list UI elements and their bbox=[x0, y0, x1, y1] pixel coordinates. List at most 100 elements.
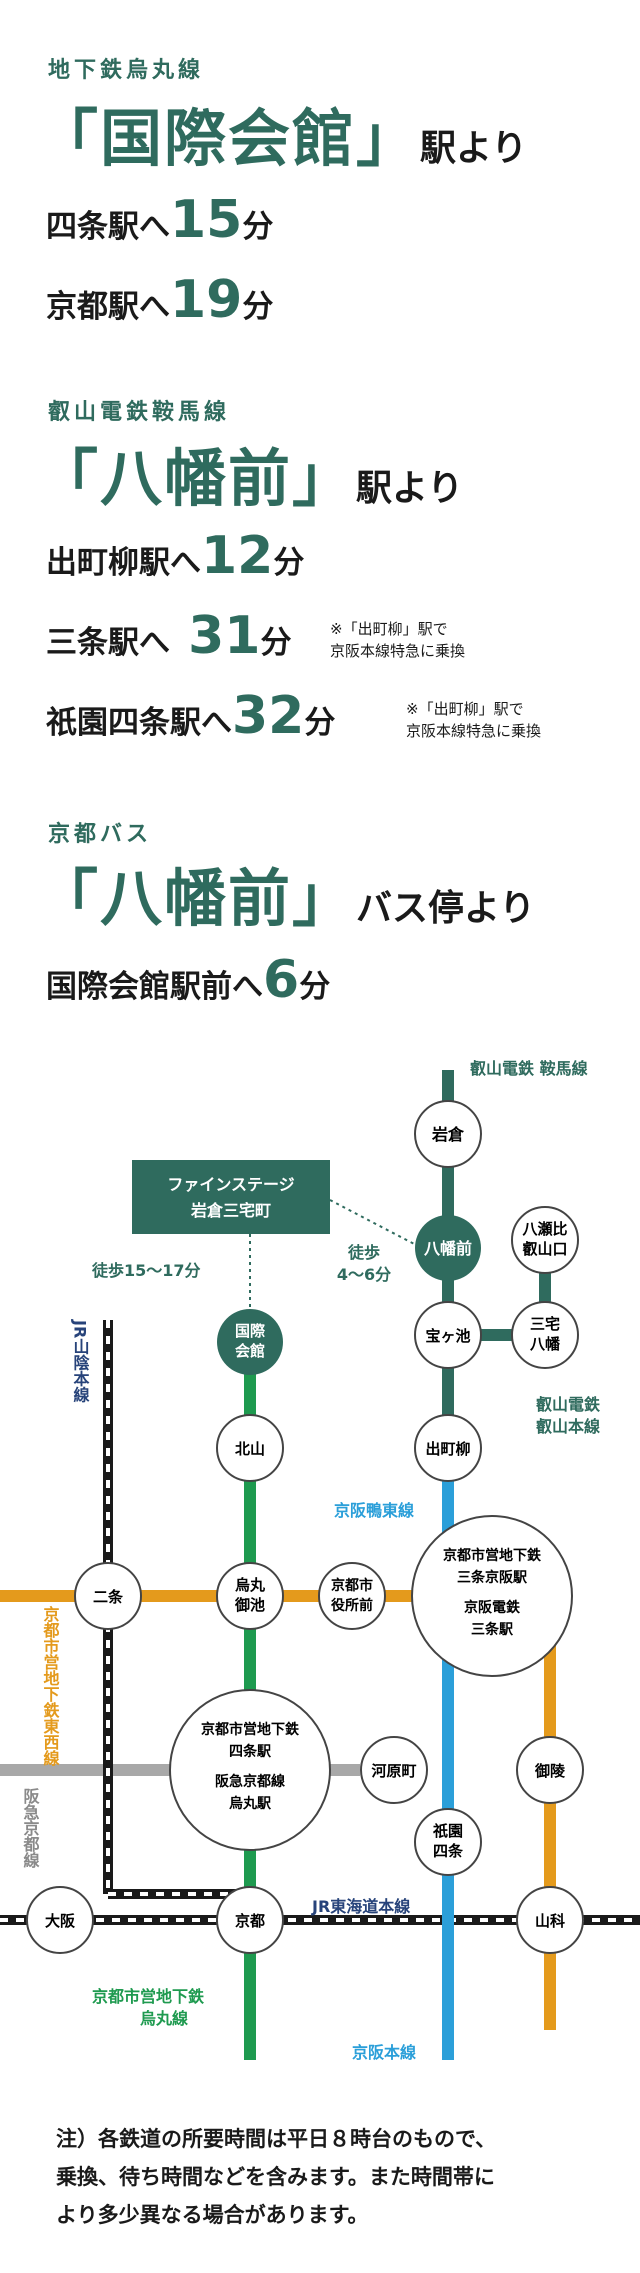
station-label-2: 三条京阪駅 bbox=[457, 1569, 528, 1586]
station-label-3: 京阪電鉄 bbox=[464, 1599, 521, 1616]
station-label-3: 阪急京都線 bbox=[215, 1773, 285, 1790]
station-label-1: 三宅 bbox=[530, 1315, 560, 1333]
station-yasehiei: 八瀬比 叡山口 bbox=[511, 1206, 579, 1274]
station-label-1: 烏丸 bbox=[235, 1576, 266, 1594]
station-suffix: 駅より bbox=[420, 128, 528, 169]
station-osaka: 大阪 bbox=[26, 1886, 94, 1954]
station-takaragaike: 宝ヶ池 bbox=[414, 1301, 482, 1369]
label-hankyu: 阪急京都線 bbox=[21, 1787, 41, 1869]
route-destination: 三条駅へ bbox=[46, 625, 170, 661]
footnote: 注）各鉄道の所要時間は平日８時台のもので、 乗換、待ち時間などを含みます。また時… bbox=[56, 2127, 497, 2227]
line-name-eizan-kurama: 叡山電鉄鞍馬線 bbox=[48, 400, 231, 425]
station-label: 北山 bbox=[235, 1440, 265, 1458]
route-unit: 分 bbox=[242, 289, 274, 325]
station-label: 山科 bbox=[535, 1912, 565, 1930]
station-hachimanmae: 八幡前 bbox=[415, 1215, 481, 1281]
walk-label-hachiman-2: 4〜6分 bbox=[337, 1265, 391, 1284]
station-label: 二条 bbox=[93, 1588, 124, 1606]
station-name: 「国際会館」 bbox=[36, 102, 421, 175]
route-sanjo: 三条駅へ 31分 bbox=[46, 606, 291, 666]
station-label-1: 京都市営地下鉄 bbox=[443, 1547, 542, 1564]
station-label-2: 四条 bbox=[433, 1842, 464, 1860]
walk-label-kokusai: 徒歩15〜17分 bbox=[91, 1261, 201, 1280]
route-minutes: 6 bbox=[263, 950, 300, 1010]
station-heading-bus: 「八幡前」バス停より bbox=[36, 848, 535, 938]
route-gion-shijo: 祇園四条駅へ32分 bbox=[46, 686, 335, 746]
station-label: 八幡前 bbox=[423, 1239, 472, 1258]
station-shijo: 京都市営地下鉄 四条駅 阪急京都線 烏丸駅 bbox=[169, 1689, 331, 1851]
station-kokusaikaikan: 国際 会館 bbox=[217, 1309, 283, 1375]
station-label-4: 烏丸駅 bbox=[229, 1795, 272, 1812]
route-minutes: 12 bbox=[201, 526, 274, 586]
station-label: 京都 bbox=[235, 1912, 265, 1930]
route-destination: 四条駅へ bbox=[46, 209, 170, 245]
label-eizan-main-2: 叡山本線 bbox=[535, 1417, 600, 1436]
label-eizan-kurama: 叡山電鉄 鞍馬線 bbox=[469, 1059, 588, 1078]
route-destination: 出町柳駅へ bbox=[46, 545, 201, 581]
label-tozai: 京都市営地下鉄東西線 bbox=[41, 1605, 61, 1767]
route-unit: 分 bbox=[299, 969, 331, 1005]
station-label-1: 祇園 bbox=[432, 1822, 463, 1840]
station-label-1: 京都市 bbox=[331, 1577, 373, 1594]
label-karasuma-2: 烏丸線 bbox=[140, 2009, 188, 2028]
station-label-1: 八瀬比 bbox=[521, 1220, 567, 1238]
route-destination: 祇園四条駅へ bbox=[46, 705, 232, 741]
station-label-4: 三条駅 bbox=[471, 1621, 514, 1638]
station-shiyakusho: 京都市 役所前 bbox=[318, 1562, 386, 1630]
station-label: 出町柳 bbox=[425, 1440, 470, 1458]
station-heading-hachimanmae: 「八幡前」駅より bbox=[36, 428, 463, 518]
walk-path-hachiman bbox=[329, 1199, 419, 1247]
route-minutes: 31 bbox=[170, 606, 261, 666]
station-label-2: 八幡 bbox=[529, 1335, 561, 1353]
route-unit: 分 bbox=[242, 209, 274, 245]
station-yamashina: 山科 bbox=[516, 1886, 584, 1954]
station-name: 「八幡前」 bbox=[36, 442, 357, 515]
station-name: 「八幡前」 bbox=[36, 862, 357, 935]
station-label-2: 役所前 bbox=[331, 1597, 373, 1614]
station-suffix: 駅より bbox=[356, 468, 464, 509]
route-unit: 分 bbox=[260, 625, 292, 661]
route-kyoto: 京都駅へ19分 bbox=[46, 270, 273, 330]
station-iwakura: 岩倉 bbox=[414, 1100, 482, 1168]
station-label-2: 四条駅 bbox=[229, 1743, 272, 1760]
station-sanjo: 京都市営地下鉄 三条京阪駅 京阪電鉄 三条駅 bbox=[411, 1515, 573, 1677]
route-note-sanjo: ※「出町柳」駅で 京阪本線特急に乗換 bbox=[330, 620, 466, 660]
route-destination: 国際会館駅前へ bbox=[46, 969, 263, 1005]
route-minutes: 19 bbox=[170, 270, 243, 330]
route-demachiyanagi: 出町柳駅へ12分 bbox=[46, 526, 304, 586]
label-karasuma-1: 京都市営地下鉄 bbox=[92, 1987, 204, 2006]
station-misasagi: 御陵 bbox=[516, 1736, 584, 1804]
walk-label-hachiman-1: 徒歩 bbox=[347, 1243, 380, 1262]
property-name-line1: ファインステージ bbox=[167, 1175, 294, 1194]
label-keihan-kamo: 京阪鴨東線 bbox=[334, 1501, 414, 1520]
station-miyake: 三宅 八幡 bbox=[511, 1301, 579, 1369]
route-destination: 京都駅へ bbox=[46, 289, 170, 325]
route-unit: 分 bbox=[273, 545, 305, 581]
station-label: 御陵 bbox=[534, 1762, 566, 1780]
station-label: 岩倉 bbox=[431, 1125, 465, 1144]
station-label-1: 国際 bbox=[235, 1322, 266, 1340]
label-keihan-main: 京阪本線 bbox=[352, 2043, 416, 2062]
route-map: ファインステージ 岩倉三宅町 徒歩15〜17分 徒歩 4〜6分 叡山電鉄 鞍馬線… bbox=[0, 1059, 640, 2062]
station-karasumaoike: 烏丸 御池 bbox=[216, 1562, 284, 1630]
property-name-line2: 岩倉三宅町 bbox=[190, 1201, 271, 1220]
line-name-karasuma: 地下鉄烏丸線 bbox=[48, 58, 205, 83]
station-heading-kokusaikaikan: 「国際会館」駅より bbox=[36, 88, 527, 178]
station-kitayama: 北山 bbox=[216, 1414, 284, 1482]
station-label-2: 会館 bbox=[235, 1342, 265, 1360]
station-label-2: 叡山口 bbox=[521, 1240, 567, 1258]
route-minutes: 32 bbox=[232, 686, 305, 746]
line-name-kyoto-bus: 京都バス bbox=[48, 822, 153, 847]
route-note-gion: ※「出町柳」駅で 京阪本線特急に乗換 bbox=[406, 700, 542, 740]
station-suffix: バス停より bbox=[356, 888, 536, 929]
route-unit: 分 bbox=[304, 705, 336, 741]
station-kyoto: 京都 bbox=[216, 1886, 284, 1954]
route-kokusaikaikan-ekimae: 国際会館駅前へ6分 bbox=[46, 950, 330, 1010]
station-label-1: 京都市営地下鉄 bbox=[201, 1721, 300, 1738]
label-jr-sanin: JR山陰本線 bbox=[71, 1319, 90, 1403]
route-shijo: 四条駅へ15分 bbox=[46, 190, 273, 250]
label-eizan-main-1: 叡山電鉄 bbox=[535, 1395, 600, 1414]
station-label: 河原町 bbox=[371, 1762, 416, 1780]
route-minutes: 15 bbox=[170, 190, 243, 250]
property-box bbox=[132, 1160, 330, 1234]
